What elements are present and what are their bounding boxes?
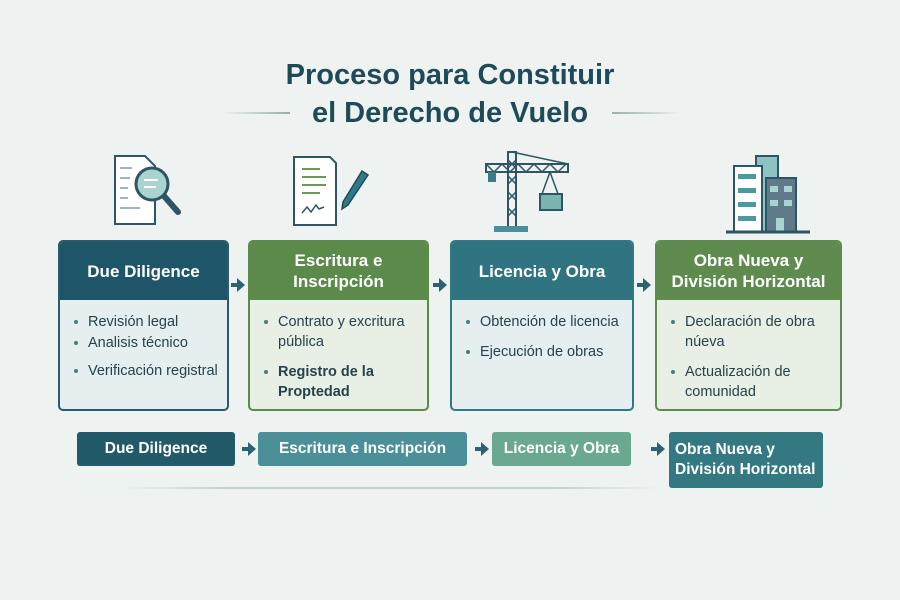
list-item: Analisis técnico xyxy=(74,333,227,353)
card-header: Escritura e Inscripción xyxy=(250,242,427,300)
card-licencia: Licencia y Obra Obtención de licencia Ej… xyxy=(450,240,634,411)
card-list: Contrato y excritura pública Registro de… xyxy=(250,300,427,402)
arrow-icon xyxy=(651,442,665,456)
card-header: Due Diligence xyxy=(60,242,227,300)
list-item: Ejecución de obras xyxy=(466,342,632,362)
arrow-icon xyxy=(637,278,651,292)
card-header: Licencia y Obra xyxy=(452,242,632,300)
title-rule-left xyxy=(220,112,290,114)
document-magnifier-icon xyxy=(114,155,181,225)
divider xyxy=(120,487,660,489)
title-line-1: Proceso para Constituir xyxy=(285,59,615,91)
list-item: Registro de la Proptedad xyxy=(264,362,427,402)
title-rule-right xyxy=(612,112,682,114)
flow-step-licencia: Licencia y Obra xyxy=(492,432,631,466)
list-item: Actualización de comunidad xyxy=(671,362,840,402)
flow-step-escritura: Escritura e Inscripción xyxy=(258,432,467,466)
list-item: Declaración de obra núeva xyxy=(671,312,840,352)
list-item: Obtención de licencia xyxy=(466,312,632,332)
card-header: Obra Nueva y División Horizontal xyxy=(657,242,840,300)
flow-step-obra-nueva: Obra Nueva y División Horizontal xyxy=(669,432,823,488)
card-list: Declaración de obra núeva Actualización … xyxy=(657,300,840,402)
list-item: Contrato y excritura pública xyxy=(264,312,427,352)
flow-step-due-diligence: Due Diligence xyxy=(77,432,235,466)
crane-icon xyxy=(485,151,569,232)
arrow-icon xyxy=(242,442,256,456)
title-line-2: el Derecho de Vuelo xyxy=(311,97,589,129)
card-list: Revisión legal Analisis técnico Verifica… xyxy=(60,300,227,381)
document-pen-icon xyxy=(293,156,370,226)
card-obra-nueva: Obra Nueva y División Horizontal Declara… xyxy=(655,240,842,411)
arrow-icon xyxy=(433,278,447,292)
buildings-icon xyxy=(726,155,810,234)
arrow-icon xyxy=(475,442,489,456)
list-item: Verificación registral xyxy=(74,361,227,381)
list-item: Revisión legal xyxy=(74,312,227,332)
card-escritura: Escritura e Inscripción Contrato y excri… xyxy=(248,240,429,411)
card-due-diligence: Due Diligence Revisión legal Analisis té… xyxy=(58,240,229,411)
arrow-icon xyxy=(231,278,245,292)
card-list: Obtención de licencia Ejecución de obras xyxy=(452,300,632,362)
